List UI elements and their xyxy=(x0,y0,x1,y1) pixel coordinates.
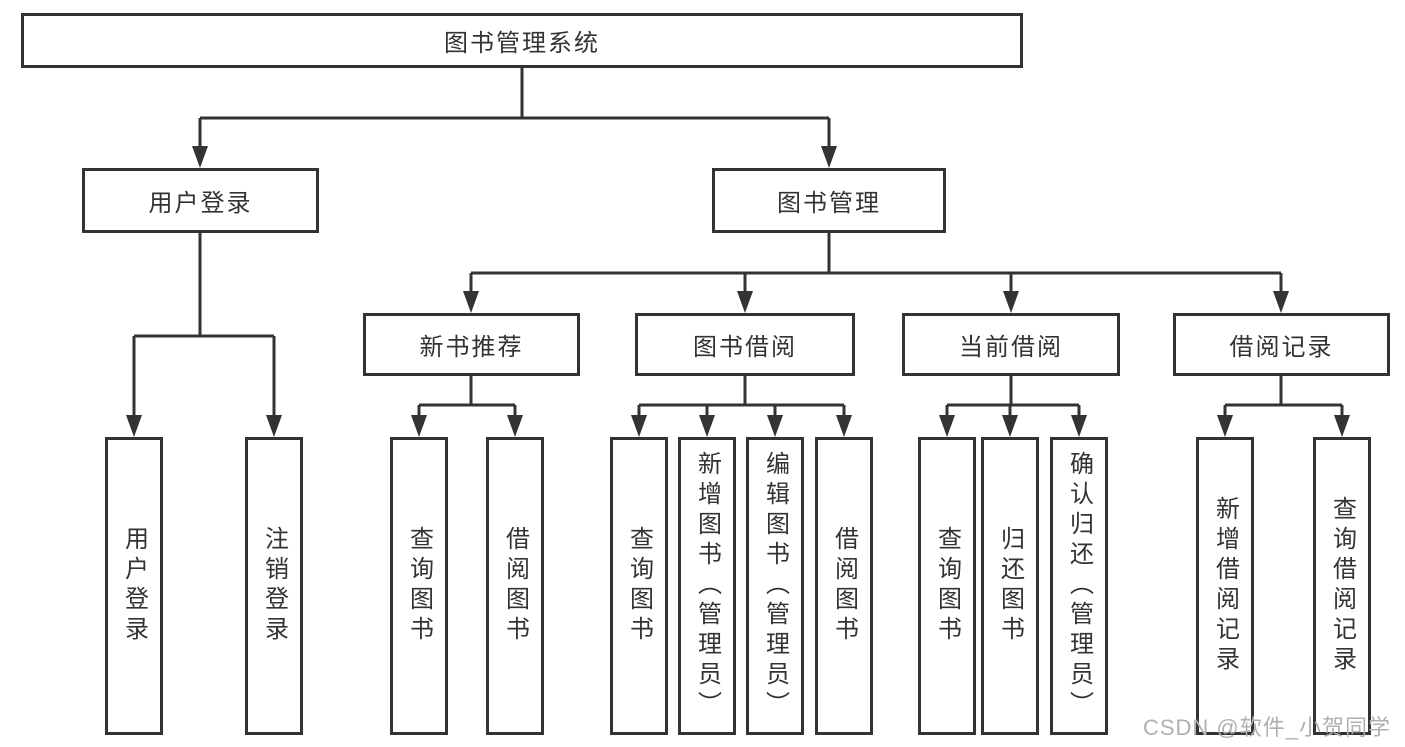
arrowhead-icon xyxy=(737,291,753,313)
arrowhead-icon xyxy=(1217,415,1233,437)
leaf-query-books-recommend: 查询图书 xyxy=(390,437,448,735)
edge-current-borrow-to-leaves xyxy=(945,376,1081,419)
arrowhead-icon xyxy=(192,146,208,168)
arrowhead-icon xyxy=(507,415,523,437)
arrowhead-icon xyxy=(939,415,955,437)
arrowhead-icon xyxy=(1273,291,1289,313)
edge-borrow-records-to-leaves xyxy=(1223,376,1344,419)
arrowhead-icon xyxy=(631,415,647,437)
watermark: CSDN @软件_小贺同学 xyxy=(1142,715,1391,740)
leaf-query-books-borrow: 查询图书 xyxy=(610,437,668,735)
leaf-query-books-current: 查询图书 xyxy=(918,437,976,735)
edge-new-book-recommend-to-leaves xyxy=(417,376,517,419)
node-book-borrow: 图书借阅 xyxy=(635,313,855,376)
edge-book-management-to-level3 xyxy=(469,233,1283,295)
leaf-borrow-books-recommend: 借阅图书 xyxy=(486,437,544,735)
node-root-library-system: 图书管理系统 xyxy=(21,13,1023,68)
node-user-login: 用户登录 xyxy=(82,168,319,233)
leaf-edit-books-admin: 编辑图书（管理员） xyxy=(746,437,804,735)
node-new-book-recommend: 新书推荐 xyxy=(363,313,580,376)
arrowhead-icon xyxy=(821,146,837,168)
arrowhead-icon xyxy=(836,415,852,437)
arrowhead-icon xyxy=(126,415,142,437)
arrowhead-icon xyxy=(1334,415,1350,437)
leaf-user-login: 用户登录 xyxy=(105,437,163,735)
arrowhead-icon xyxy=(767,415,783,437)
arrowhead-icon xyxy=(1002,415,1018,437)
node-book-management: 图书管理 xyxy=(712,168,946,233)
arrowhead-icon xyxy=(266,415,282,437)
arrowhead-icon xyxy=(463,291,479,313)
arrowhead-icon xyxy=(1071,415,1087,437)
edge-root-to-level2 xyxy=(198,68,831,150)
leaf-add-books-admin: 新增图书（管理员） xyxy=(678,437,736,735)
leaf-return-books: 归还图书 xyxy=(981,437,1039,735)
node-borrow-records: 借阅记录 xyxy=(1173,313,1390,376)
leaf-confirm-return-admin: 确认归还（管理员） xyxy=(1050,437,1108,735)
arrowhead-icon xyxy=(1003,291,1019,313)
arrowhead-icon xyxy=(411,415,427,437)
leaf-query-borrow-record: 查询借阅记录 xyxy=(1313,437,1371,735)
leaf-add-borrow-record: 新增借阅记录 xyxy=(1196,437,1254,735)
leaf-logout: 注销登录 xyxy=(245,437,303,735)
leaf-borrow-books: 借阅图书 xyxy=(815,437,873,735)
arrowhead-icon xyxy=(699,415,715,437)
node-current-borrow: 当前借阅 xyxy=(902,313,1120,376)
edge-user-login-to-leaves xyxy=(132,233,276,419)
edge-book-borrow-to-leaves xyxy=(637,376,846,419)
